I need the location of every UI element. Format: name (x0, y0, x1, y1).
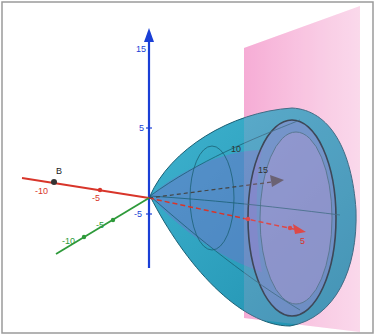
arrowhead (144, 28, 154, 42)
axis-label: -5 (134, 209, 142, 219)
plane-front (244, 6, 360, 332)
axis-label: -10 (35, 186, 48, 196)
axis-label: -5 (92, 193, 100, 203)
axis-label: B (56, 166, 62, 176)
point (51, 179, 57, 185)
y-axis (56, 198, 149, 254)
plane (244, 6, 360, 332)
axis-label: 5 (300, 236, 305, 246)
axis-label: 5 (139, 123, 144, 133)
axis-label: 15 (136, 44, 146, 54)
axis-label: 10 (231, 144, 241, 154)
axis-label: 15 (258, 165, 268, 175)
axis-label: -5 (96, 220, 104, 230)
z-axis (148, 40, 150, 268)
frame (2, 2, 373, 333)
axis-label: -10 (62, 236, 75, 246)
x-axis (22, 178, 149, 198)
